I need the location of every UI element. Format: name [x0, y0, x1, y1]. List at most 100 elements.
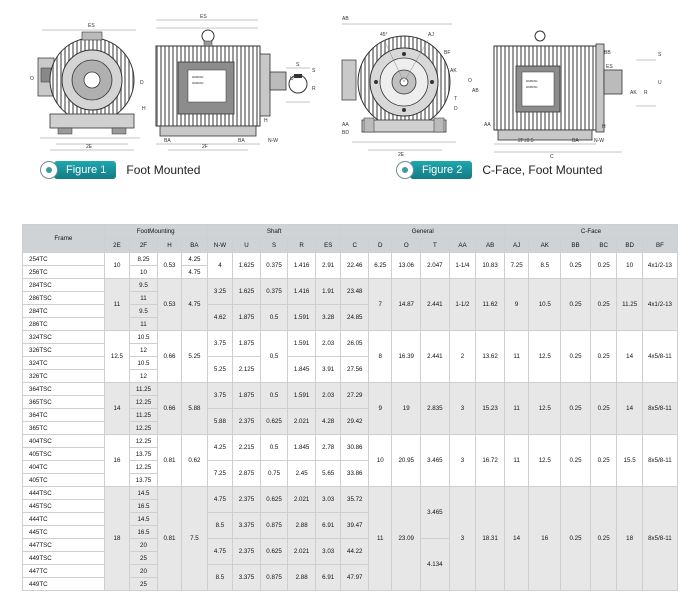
cell-c: 33.86: [340, 460, 370, 487]
table-row: 256TC 10 4.75: [22, 265, 678, 279]
cell-bf: 8x5/8-11: [641, 434, 679, 487]
figure-1-number: Figure 1: [54, 161, 117, 179]
frame-cell: 404TC: [22, 460, 105, 474]
cell-2f: 9.5: [129, 278, 158, 292]
cell-2f: 13.75: [129, 473, 158, 487]
cell-s: 0.875: [259, 564, 289, 591]
cell-u: 1.875: [232, 304, 261, 331]
header-shaft: Shaft: [206, 224, 342, 239]
fig2-label: BD: [342, 130, 349, 136]
cell-c: 47.97: [340, 564, 370, 591]
cell-bd: 14: [616, 330, 643, 383]
fig2-label: 2F±0.5: [518, 138, 534, 144]
cell-aj: 14: [503, 486, 530, 591]
cell-es: 3.91: [314, 356, 342, 383]
cell-2f: 11.25: [129, 408, 158, 422]
cell-bf: 4x1/2-13: [641, 278, 679, 331]
warning-plate-text: WARNING: [526, 86, 538, 89]
cell-2f: 10.5: [129, 356, 158, 370]
cell-r: 1.845: [287, 434, 316, 461]
table-row: 326TSC 12: [22, 343, 678, 357]
table-row: 324TC 10.5 5.25 2.125 1.845 3.91 27.56: [22, 356, 678, 383]
cell-2f: 25: [129, 551, 158, 565]
frame-cell: 447TSC: [22, 538, 105, 552]
frame-cell: 286TSC: [22, 291, 105, 305]
frame-cell: 365TC: [22, 421, 105, 435]
cell-es: 3.28: [314, 304, 342, 331]
cell-u: 2.375: [232, 408, 261, 435]
cell-bb: 0.25: [560, 382, 591, 435]
cell-2f: 20: [129, 538, 158, 552]
fig2-label: C: [550, 154, 554, 160]
cell-2f: 14.5: [129, 512, 158, 526]
cell-s: 0.375: [259, 252, 289, 279]
cell-ba: 4.75: [181, 265, 208, 279]
cell-h: 0.66: [156, 382, 183, 435]
cell-ak: 12.5: [528, 382, 562, 435]
fig2-label: BB: [604, 50, 611, 56]
cell-bc: 0.25: [589, 434, 618, 487]
cell-ak: 10.5: [528, 278, 562, 331]
fig2-label: AJ: [428, 32, 434, 38]
frame-cell: 284TSC: [22, 278, 105, 292]
cell-2f: 8.25: [129, 252, 158, 266]
col-header: 2F: [129, 238, 158, 253]
header-c-face: C-Face: [503, 224, 679, 239]
fig1-label: ES: [200, 14, 207, 20]
cell-es: 1.91: [314, 278, 342, 305]
fig2-label: 2E: [398, 152, 405, 158]
fig1-label: D: [140, 80, 144, 86]
dimensions-table: Frame FootMounting Shaft General C-Face …: [22, 224, 679, 591]
cell-r: 1.416: [287, 252, 316, 279]
cell-bf: 4x5/8-11: [641, 330, 679, 383]
cell-s: 0.5: [259, 382, 289, 409]
cell-2f: 12.25: [129, 434, 158, 448]
cell-t: 3.465: [420, 434, 450, 487]
frame-cell: 286TC: [22, 317, 105, 331]
frame-cell: 404TSC: [22, 434, 105, 448]
fig2-label: AA: [342, 122, 349, 128]
col-header: O: [391, 238, 422, 253]
cell-nw: 8.5: [206, 512, 234, 539]
cell-s: 0.625: [259, 538, 289, 565]
cell-s: 0.75: [259, 460, 289, 487]
header-frame: Frame: [22, 224, 105, 253]
cell-2e: 10: [103, 252, 131, 279]
cell-s: 0.5: [259, 434, 289, 461]
cell-d: 6.25: [368, 252, 393, 279]
cell-es: 4.28: [314, 408, 342, 435]
cell-h: 0.53: [156, 278, 183, 331]
cell-t: 4.134: [420, 538, 450, 591]
frame-cell: 364TC: [22, 408, 105, 422]
cell-ab: 13.62: [475, 330, 505, 383]
cell-ba: 5.88: [181, 382, 208, 435]
table-row: 286TSC 11: [22, 291, 678, 305]
header-general: General: [340, 224, 505, 239]
cell-r: 1.845: [287, 356, 316, 383]
table-row: 324TSC 12.5 10.5 0.66 5.25 3.75 1.875 0.…: [22, 330, 679, 383]
cell-bb: 0.25: [560, 330, 591, 383]
fig2-label: AA: [484, 122, 491, 128]
cell-aj: 11: [503, 382, 530, 435]
col-header: BB: [560, 238, 591, 253]
figure-2-number: Figure 2: [410, 161, 473, 179]
cell-es: 3.03: [314, 538, 342, 565]
cell-o: 23.09: [391, 486, 422, 591]
cell-bb: 0.25: [560, 486, 591, 591]
fig1-label: U: [290, 76, 294, 82]
cell-c: 22.46: [340, 252, 370, 279]
cell-bc: 0.25: [589, 278, 618, 331]
cell-t: 2.441: [420, 278, 450, 331]
cell-ab: 11.62: [475, 278, 505, 331]
cell-u: 2.215: [232, 434, 261, 461]
cell-r: 2.021: [287, 408, 316, 435]
fig1-label: R: [312, 86, 316, 92]
figure-1-title: Foot Mounted: [126, 163, 201, 177]
cell-es: 6.91: [314, 564, 342, 591]
frame-cell: 324TC: [22, 356, 105, 370]
fig1-label: 2E: [86, 144, 93, 150]
cell-u: 3.375: [232, 564, 261, 591]
cell-t: 2.047: [420, 252, 450, 279]
cell-ak: 16: [528, 486, 562, 591]
cell-2f: 16.5: [129, 499, 158, 513]
